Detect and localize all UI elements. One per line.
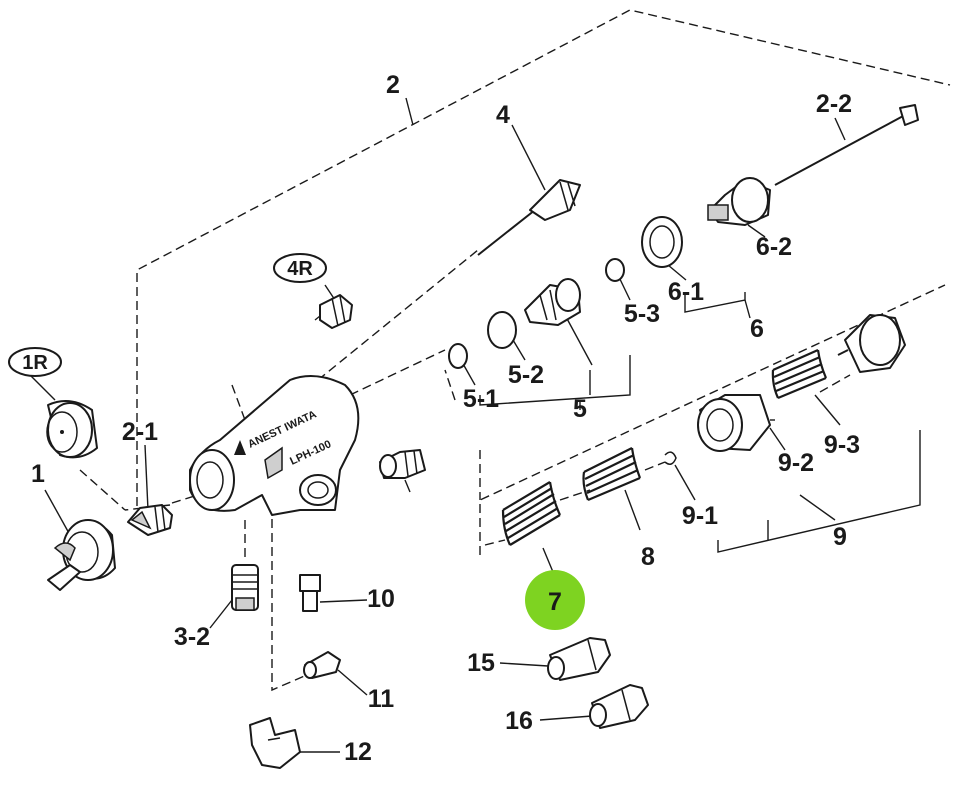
part-7-spring xyxy=(501,481,561,546)
part-4R-plug xyxy=(319,294,353,329)
bracket-6 xyxy=(684,292,751,319)
label-2: 2 xyxy=(386,71,400,99)
part-2-1-fluid-nozzle xyxy=(127,504,173,536)
label-7: 7 xyxy=(548,588,562,616)
part-15-fitting xyxy=(547,637,611,681)
part-1-air-cap xyxy=(47,519,116,591)
label-2-2: 2-2 xyxy=(816,90,852,118)
bracket-9 xyxy=(717,430,921,553)
label-4R: 4R xyxy=(287,258,313,280)
label-3-2: 3-2 xyxy=(174,623,210,651)
part-3-2-fitting xyxy=(231,564,259,611)
label-10: 10 xyxy=(367,585,395,613)
part-side-fitting xyxy=(379,449,426,479)
label-5-3: 5-3 xyxy=(624,300,660,328)
label-11: 11 xyxy=(368,685,395,713)
label-9-3: 9-3 xyxy=(824,431,860,459)
label-5: 5 xyxy=(573,395,587,423)
label-12: 12 xyxy=(344,738,372,766)
part-1R-cap xyxy=(46,400,98,459)
part-10-screw xyxy=(299,574,321,612)
part-5-valve xyxy=(524,278,581,326)
leader-lines xyxy=(29,97,846,753)
label-6-1: 6-1 xyxy=(668,278,704,306)
label-9-1: 9-1 xyxy=(682,502,718,530)
part-9-1-clip xyxy=(664,451,677,465)
part-6-1-ring xyxy=(641,216,683,268)
part-5-3-ring xyxy=(605,258,625,282)
label-4: 4 xyxy=(496,101,510,129)
label-9: 9 xyxy=(833,523,847,551)
part-6-2-valve-seat xyxy=(707,177,771,226)
part-11-nipple xyxy=(303,651,341,679)
part-9-3-spring xyxy=(771,348,828,400)
label-5-1: 5-1 xyxy=(463,385,499,413)
part-8-spring xyxy=(582,447,642,502)
assembly-outline-9 xyxy=(444,284,946,555)
part-5-2-ring xyxy=(487,311,517,349)
part-4-needle xyxy=(477,179,581,256)
label-15: 15 xyxy=(467,649,495,677)
label-9-2: 9-2 xyxy=(778,449,814,477)
label-2-1: 2-1 xyxy=(122,418,158,446)
bracket-5 xyxy=(479,355,631,410)
label-6-2: 6-2 xyxy=(756,233,792,261)
label-1R: 1R xyxy=(22,352,48,374)
part-gun-body: ANEST IWATA LPH-100 xyxy=(189,375,360,516)
label-8: 8 xyxy=(641,543,655,571)
label-1: 1 xyxy=(31,460,45,488)
label-16: 16 xyxy=(505,707,533,735)
label-6: 6 xyxy=(750,315,764,343)
part-12-clip xyxy=(249,717,301,769)
part-2-2-needle xyxy=(774,104,919,186)
part-9-3-knob xyxy=(837,314,906,373)
callout-4R: 4R xyxy=(273,253,327,283)
label-5-2: 5-2 xyxy=(508,361,544,389)
part-5-1-ring xyxy=(448,343,468,369)
callout-1R: 1R xyxy=(8,347,62,377)
part-labels: 2 2-2 4 2-1 1 3-2 5-1 5-2 5 5-3 6-1 6-2 … xyxy=(31,71,860,766)
part-16-fitting xyxy=(589,684,649,729)
callout-7-highlight: 7 xyxy=(525,570,585,630)
part-9-adjuster-body xyxy=(697,394,771,452)
